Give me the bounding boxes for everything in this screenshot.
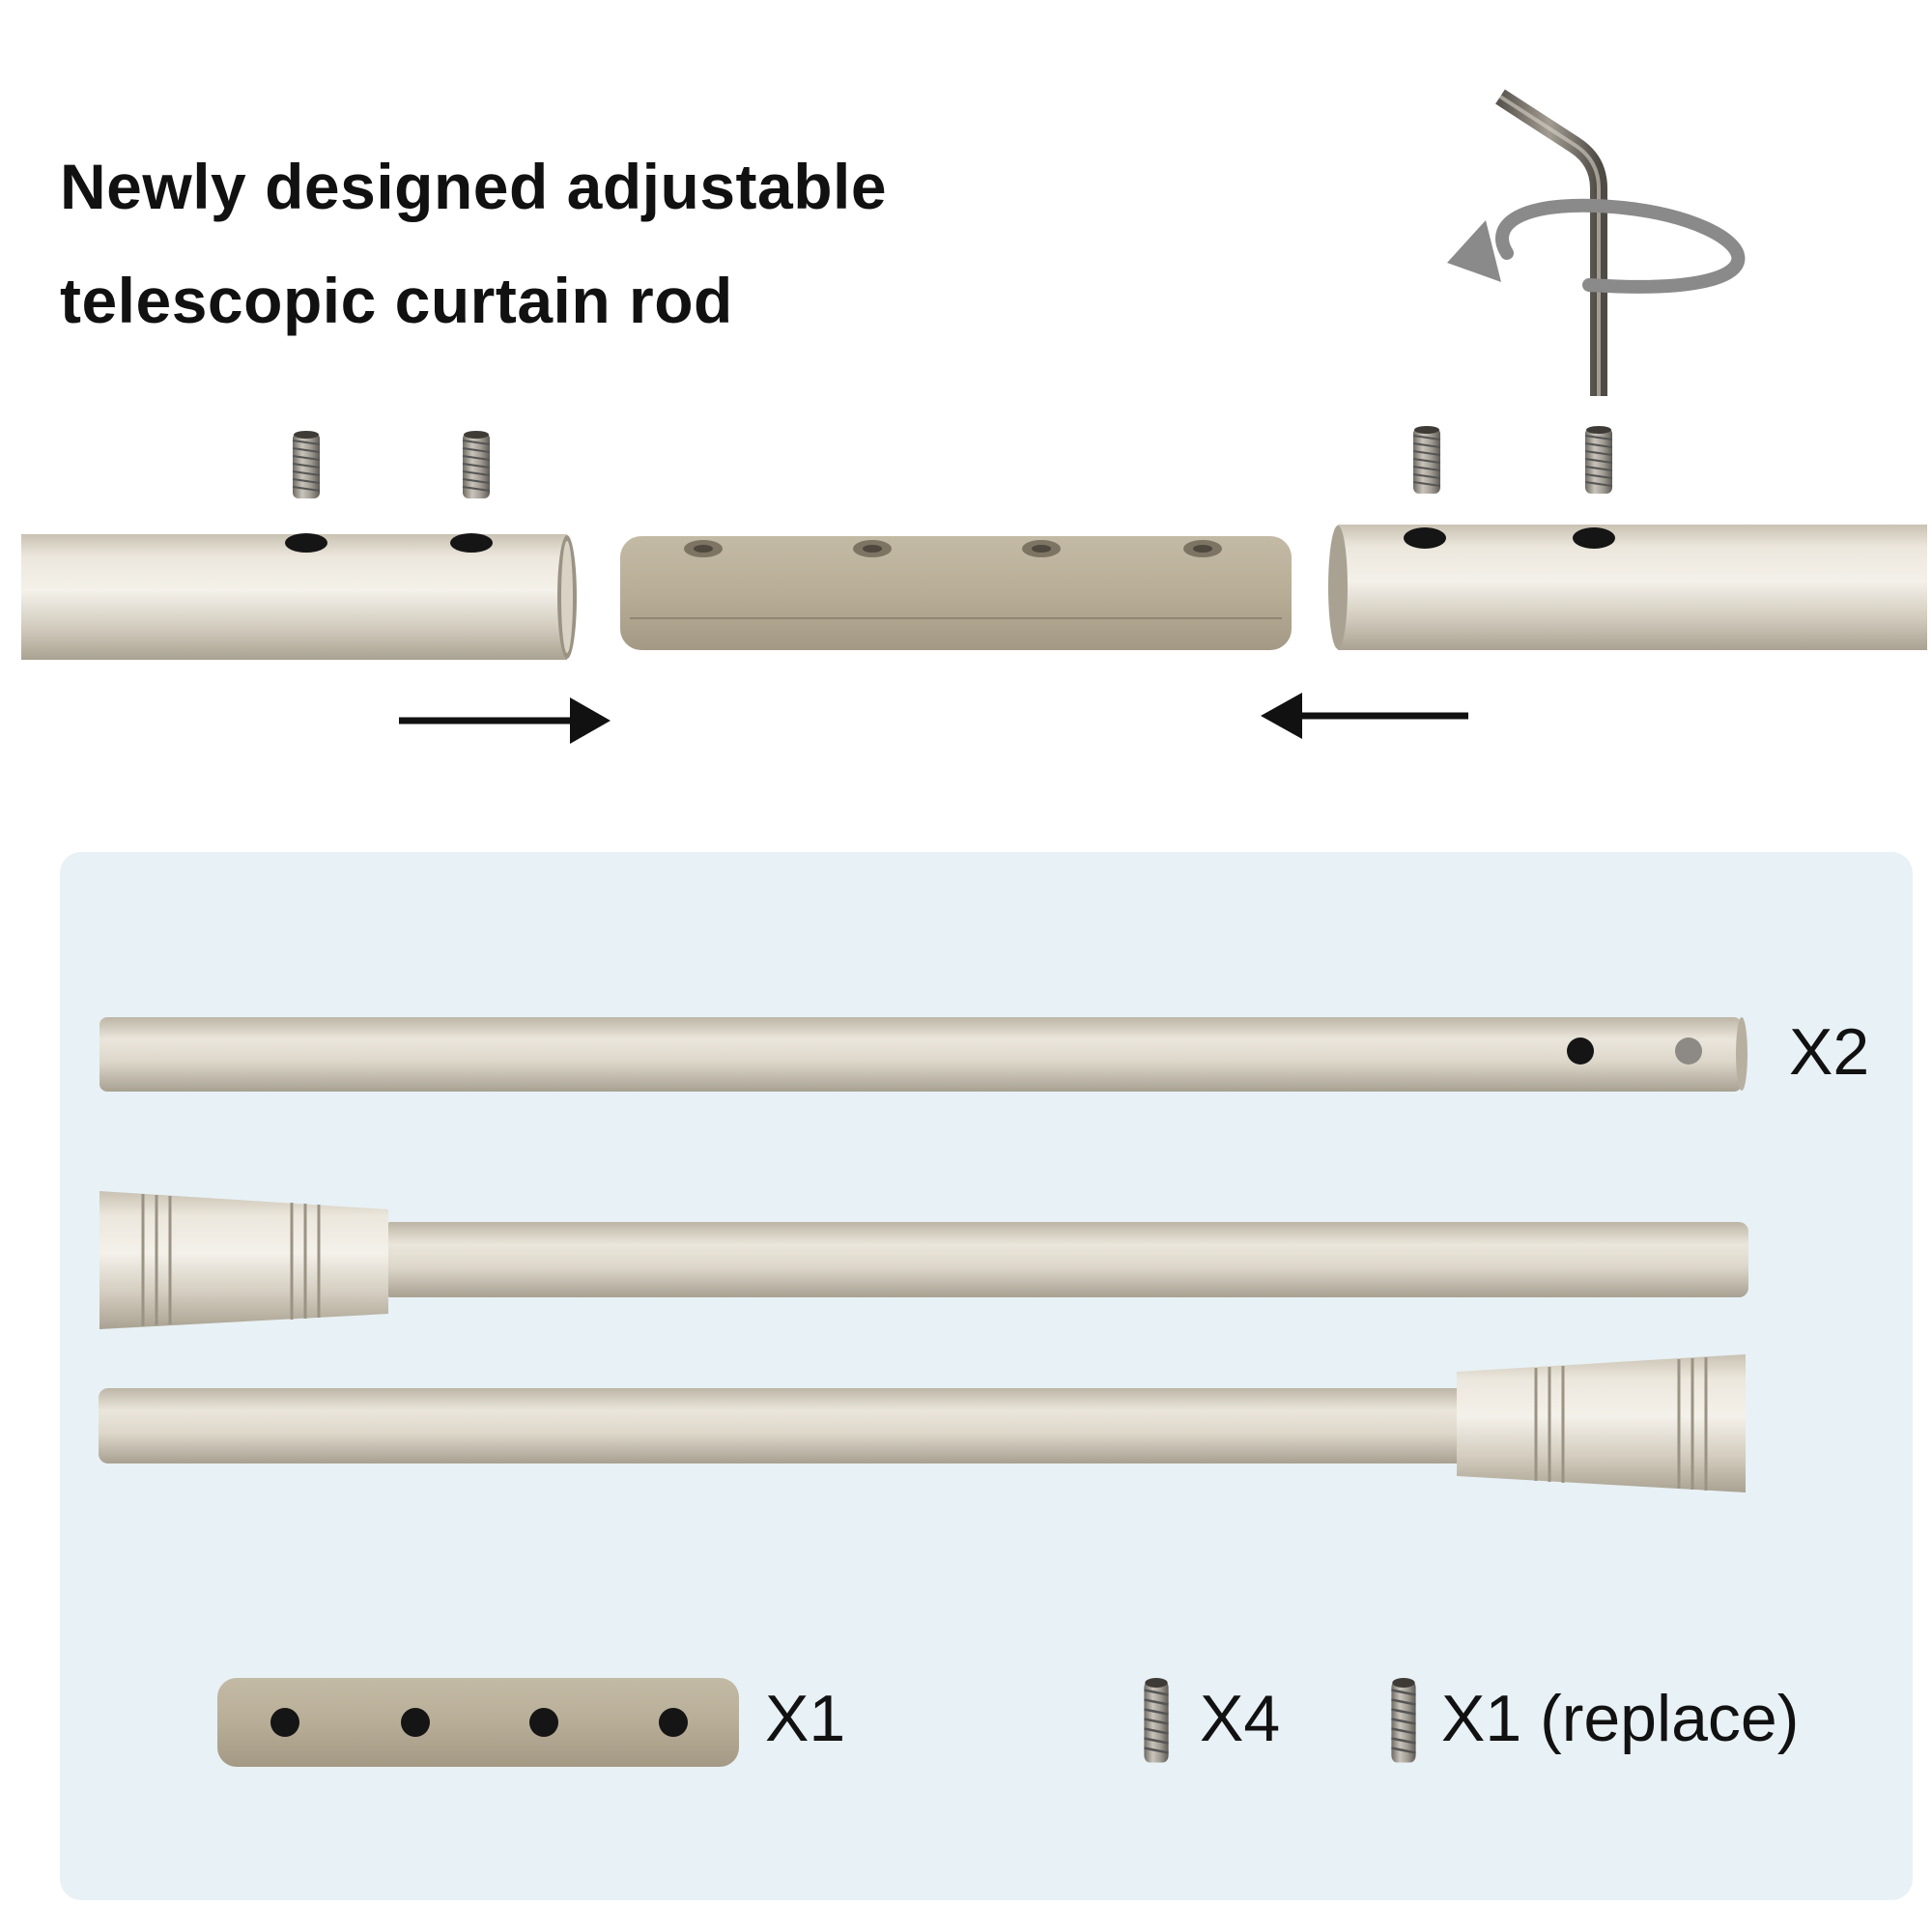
inner-tube-quantity: X2 [1789,1015,1870,1089]
inner-tube [99,1017,1747,1092]
headline-line-2: telescopic curtain rod [60,265,733,336]
connector-part [217,1678,739,1767]
left-arrow-icon [1261,693,1468,739]
set-screw-icon [292,430,321,499]
connector-quantity: X1 [765,1682,846,1755]
spare-screw-quantity: X1 (replace) [1441,1682,1800,1755]
right-arrow-icon [399,697,611,744]
right-finial-rod [99,1354,1746,1492]
left-finial-rod [99,1191,1748,1329]
parts-panel [60,852,1913,1900]
set-screw-icon [1143,1676,1170,1764]
left-tube [21,533,577,660]
headline-line-1: Newly designed adjustable [60,151,888,222]
set-screws-quantity: X4 [1200,1682,1281,1755]
allen-key-icon [1495,89,1607,396]
set-screw-icon [462,430,491,499]
set-screw-icon [1390,1676,1417,1764]
connector-top [620,536,1292,650]
set-screw-icon [1584,425,1613,495]
rotate-arrow-icon [1447,198,1746,294]
set-screw-icon [1412,425,1441,495]
right-tube [1328,525,1927,650]
